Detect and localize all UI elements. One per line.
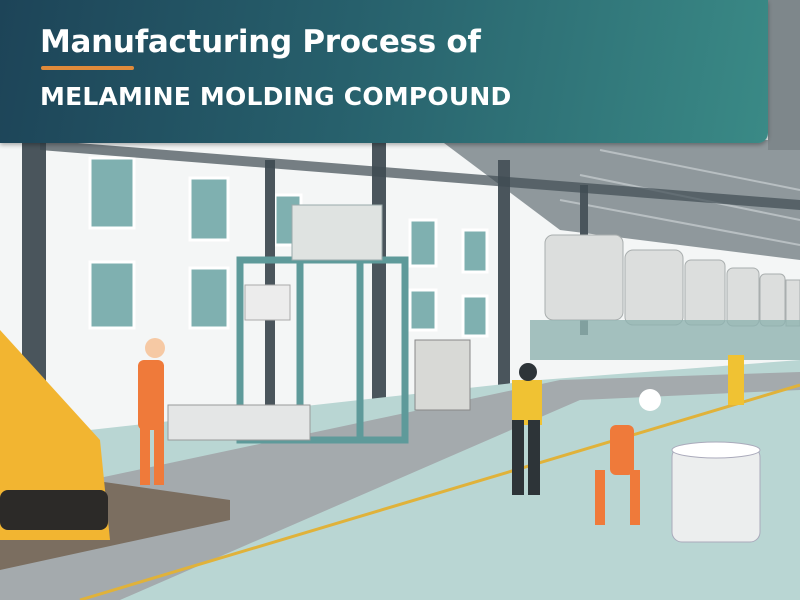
banner-subtitle: MELAMINE MOLDING COMPOUND (40, 82, 512, 111)
banner-title: Manufacturing Process of (40, 24, 481, 60)
title-banner: Manufacturing Process of MELAMINE MOLDIN… (0, 0, 768, 143)
accent-underline (41, 66, 134, 70)
